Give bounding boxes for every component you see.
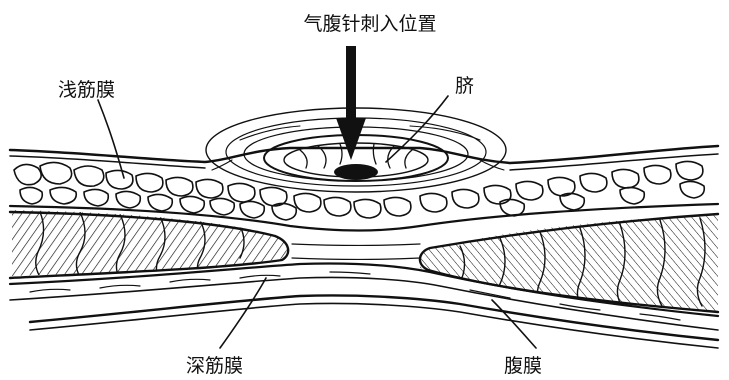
- muscle-layer: [10, 210, 722, 314]
- peritoneum-label: 腹膜: [504, 355, 542, 377]
- deep-fascia-label: 深筋膜: [186, 355, 243, 377]
- umbilicus-center: [334, 164, 378, 180]
- insertion-label: 气腹针刺入位置: [303, 13, 436, 35]
- navel-label: 脐: [455, 75, 474, 97]
- superficial-fascia-label: 浅筋膜: [58, 79, 115, 101]
